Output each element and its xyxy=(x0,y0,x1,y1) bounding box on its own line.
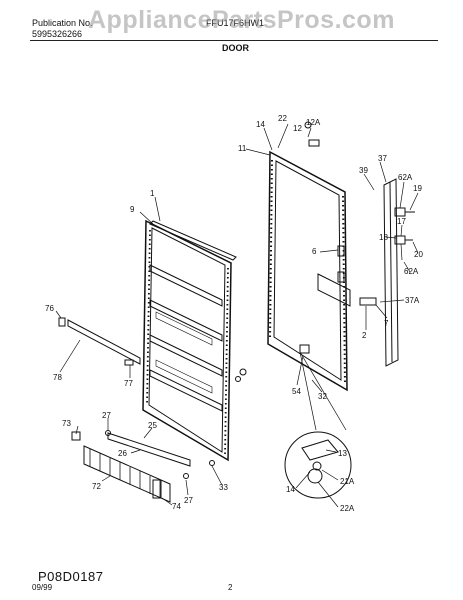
callout: 76 xyxy=(45,304,54,313)
callout: 54 xyxy=(292,387,301,396)
callout: 32 xyxy=(318,392,327,401)
publication-label: Publication No. xyxy=(32,18,93,28)
callout: 37 xyxy=(378,154,387,163)
header-rule xyxy=(30,40,438,41)
callout: 6 xyxy=(312,247,317,256)
section-title: DOOR xyxy=(222,43,249,53)
callout: 18 xyxy=(379,233,388,242)
callout: 26 xyxy=(118,449,127,458)
callout: 21A xyxy=(340,477,355,486)
callout: 22 xyxy=(278,114,287,123)
callout: 20 xyxy=(414,250,423,259)
shelf-bar xyxy=(67,319,141,365)
callout: 12A xyxy=(306,118,321,127)
page-number: 2 xyxy=(228,583,233,592)
leader-lines xyxy=(55,123,419,508)
callout: 7 xyxy=(384,319,389,328)
inner-door-liner xyxy=(142,219,237,462)
small-parts xyxy=(58,317,215,479)
detail-circle xyxy=(284,431,352,499)
callout: 73 xyxy=(62,419,71,428)
callout: 17 xyxy=(397,217,406,226)
callout: 78 xyxy=(53,373,62,382)
callout: 27 xyxy=(102,411,111,420)
callout: 25 xyxy=(148,421,157,430)
callout: 77 xyxy=(124,379,133,388)
callout: 2 xyxy=(362,331,367,340)
callout: 19 xyxy=(413,184,422,193)
door-hardware xyxy=(235,121,415,382)
footer-date: 09/99 xyxy=(32,583,53,592)
callout: 14 xyxy=(286,485,295,494)
callout: 72 xyxy=(92,482,101,491)
watermark: AppliancePartsPros.com xyxy=(88,6,395,34)
callout: 14 xyxy=(256,120,265,129)
bottom-grille xyxy=(71,431,191,503)
callout-labels: 22 12A 14 12 11 37 39 62A 19 1 9 18 17 6… xyxy=(45,114,423,513)
callout: 62A xyxy=(398,173,413,182)
callout: 33 xyxy=(219,483,228,492)
callout: 74 xyxy=(172,502,181,511)
callout: 9 xyxy=(130,205,135,214)
outer-door-panel xyxy=(267,150,348,392)
callout: 22A xyxy=(340,504,355,513)
callout: 1 xyxy=(150,189,155,198)
model-number: FFU17F6HW1 xyxy=(206,18,265,28)
callout: 11 xyxy=(238,144,247,153)
callout: 62A xyxy=(404,267,419,276)
figure-id: P08D0187 xyxy=(38,569,104,584)
callout: 27 xyxy=(184,496,193,505)
callout: 39 xyxy=(359,166,368,175)
publication-number: 5995326266 xyxy=(32,29,83,39)
callout: 37A xyxy=(405,296,420,305)
hinge-strip xyxy=(383,178,399,367)
callout: 12 xyxy=(293,124,302,133)
callout: 13 xyxy=(338,449,347,458)
door-shelves xyxy=(149,264,223,412)
